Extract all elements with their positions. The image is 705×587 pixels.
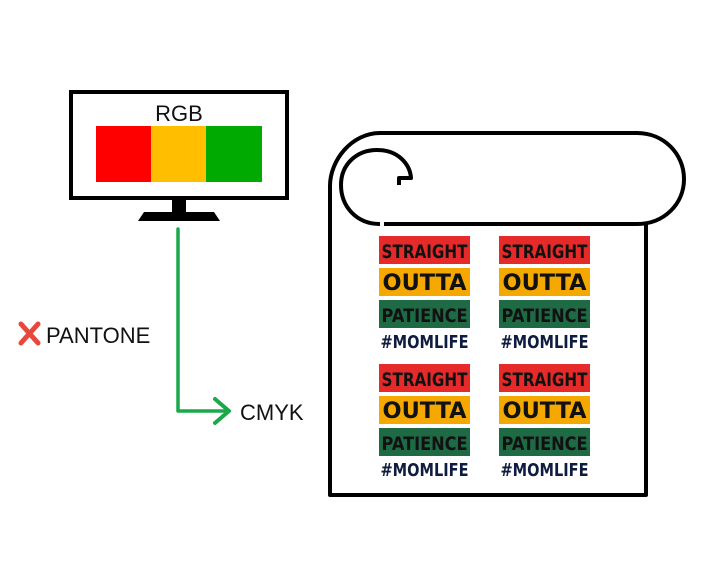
design-line-text: STRAIGHT [382,241,468,263]
design-band [499,396,590,424]
design-line-text: PATIENCE [502,433,588,455]
design-band [379,300,470,328]
arrow-head-icon [213,397,231,425]
design-band [499,428,590,456]
roll-top [328,131,686,226]
monitor-base [138,212,220,221]
design-line-text: PATIENCE [502,305,588,327]
design-hashtag: #MOMLIFE [501,460,589,481]
conversion-arrow [176,227,231,425]
monitor: RGB [69,90,289,221]
monitor-label: RGB [155,101,203,126]
design-hashtag: #MOMLIFE [381,332,469,353]
design-band [499,364,590,392]
design-hashtag: #MOMLIFE [381,460,469,481]
design-line-text: OUTTA [383,271,467,296]
design-copy: STRAIGHT OUTTA PATIENCE #MOMLIFE [499,236,590,353]
sheet-outline [328,186,648,497]
design-line-text: STRAIGHT [382,369,468,391]
design-hashtag: #MOMLIFE [501,332,589,353]
swatch-green [206,126,262,182]
design-line-text: STRAIGHT [502,369,588,391]
arrow-line [176,227,230,413]
x-mark-icon [18,321,41,346]
design-line-text: OUTTA [383,399,467,424]
design-band [499,268,590,296]
pantone-label: PANTONE [46,323,150,348]
monitor-neck [172,198,186,212]
design-line-text: PATIENCE [382,305,468,327]
roll-curl [339,148,413,226]
design-band [379,268,470,296]
design-copy: STRAIGHT OUTTA PATIENCE #MOMLIFE [379,364,470,481]
design-copy: STRAIGHT OUTTA PATIENCE #MOMLIFE [499,364,590,481]
design-band [379,236,470,264]
design-band [379,364,470,392]
design-band [499,236,590,264]
design-band [499,300,590,328]
swatch-yellow [151,126,206,182]
cmyk-label: CMYK [240,400,304,425]
print-design-grid: STRAIGHT OUTTA PATIENCE #MOMLIFE STRAIGHT OUT… [379,236,590,481]
design-line-text: STRAIGHT [502,241,588,263]
design-copy: STRAIGHT OUTTA PATIENCE #MOMLIFE [379,236,470,353]
design-line-text: OUTTA [503,271,587,296]
design-band [379,396,470,424]
design-line-text: PATIENCE [382,433,468,455]
swatch-red [96,126,151,182]
design-line-text: OUTTA [503,399,587,424]
design-band [379,428,470,456]
